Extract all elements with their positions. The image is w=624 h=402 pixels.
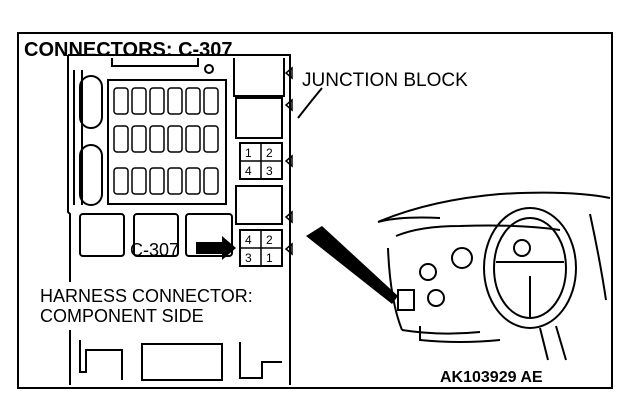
connector-c307: 4 2 1 3: [239, 229, 283, 267]
dash-lower: [387, 247, 501, 343]
gauge-right: [513, 239, 531, 257]
knob-1: [419, 263, 437, 281]
steering-wheel: [483, 207, 577, 329]
top-tabs: [111, 58, 285, 97]
dash-top: [377, 191, 611, 223]
pin-2: 2: [266, 233, 273, 247]
knob-2: [427, 289, 445, 307]
pin-1: 1: [266, 251, 273, 265]
left-rail: [73, 70, 83, 205]
dashboard-illustration: [306, 191, 611, 361]
junction-block-label: JUNCTION BLOCK: [302, 70, 468, 91]
relay-box-middle: [235, 185, 283, 225]
junction-block-leader: [297, 87, 323, 119]
figure-code: AK103929 AE: [440, 369, 543, 386]
pin-3: 3: [245, 251, 252, 265]
pin-1-upper: 1: [245, 146, 252, 160]
c307-arrow: [196, 236, 236, 260]
gauge-left: [451, 247, 473, 269]
fuse-cells: [113, 87, 219, 195]
harness-caption-line2: COMPONENT SIDE: [40, 306, 204, 326]
oval-slot-upper: [79, 75, 103, 129]
pin-4: 4: [245, 233, 252, 247]
fuse-grid: [107, 79, 227, 205]
c307-label: C-307: [130, 240, 179, 260]
relay-box-upper: [235, 97, 283, 139]
socket-2: [133, 213, 179, 257]
pin-4-upper: 4: [245, 164, 252, 178]
dash-right-side: [589, 213, 607, 301]
mount-hole: [204, 64, 214, 74]
pin-2-upper: 2: [266, 146, 273, 160]
callout-wedge: [306, 226, 398, 304]
figure-frame: [17, 32, 613, 389]
block-location-marker: [397, 289, 415, 311]
junction-connector-upper: 2 1 4 3: [239, 142, 283, 180]
pin-3-upper: 3: [266, 164, 273, 178]
socket-1: [79, 213, 125, 257]
caption-backing: [36, 282, 282, 330]
diagram-title: CONNECTORS: C-307: [24, 39, 233, 61]
steering-spokes: [496, 261, 564, 318]
dash-inner-contour: [395, 224, 561, 237]
junction-block: [67, 54, 293, 385]
oval-slot-lower: [79, 144, 103, 206]
socket-3: [185, 213, 233, 257]
side-markers: [284, 66, 293, 256]
harness-caption-line1: HARNESS CONNECTOR:: [40, 286, 253, 306]
bottom-details: [79, 340, 282, 381]
steering-column: [539, 325, 567, 361]
